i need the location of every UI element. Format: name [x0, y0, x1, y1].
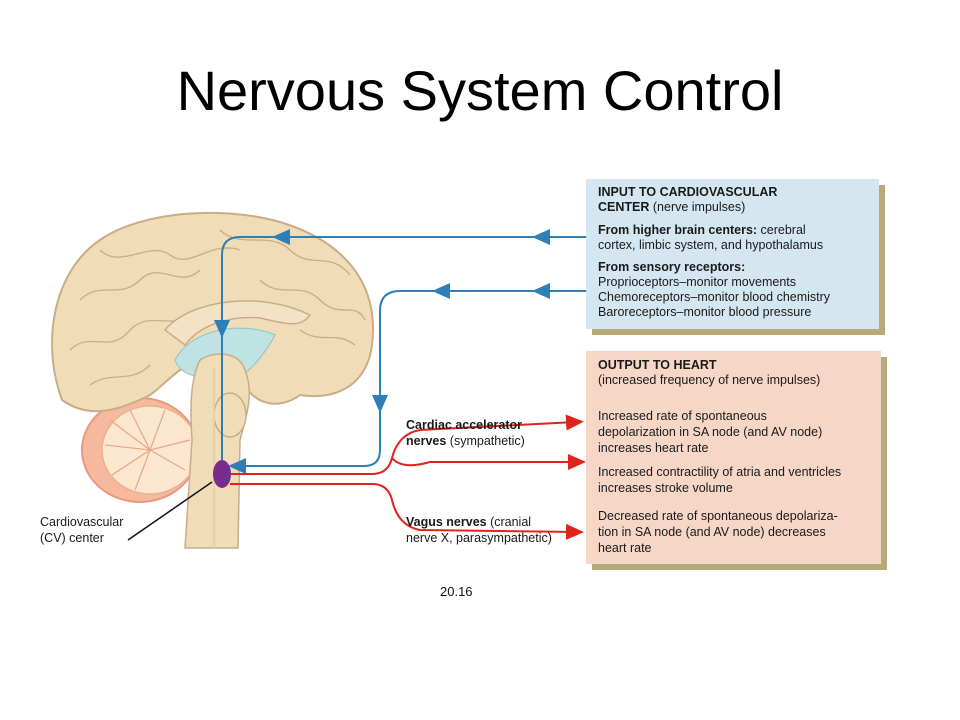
output-item: increases stroke volume — [598, 481, 733, 495]
output-item: Increased rate of spontaneous — [598, 409, 767, 423]
sensory-receptors-label: From sensory receptors: — [598, 260, 746, 274]
output-arrows — [230, 414, 586, 540]
cv-leader-line — [127, 481, 213, 541]
higher-centers-text-2: cortex, limbic system, and hypothalamus — [598, 238, 824, 252]
cv-center-marker — [213, 460, 231, 488]
vagus-sub: (cranial — [486, 515, 532, 529]
vagus-sub-2: nerve X, parasympathetic) — [406, 531, 552, 545]
figure-number: 20.16 — [440, 584, 473, 599]
brainstem — [184, 353, 251, 549]
sensory-item: Baroreceptors–monitor blood pressure — [598, 305, 812, 319]
input-arrows — [214, 229, 586, 474]
output-item: depolarization in SA node (and AV node) — [598, 425, 823, 439]
sensory-item: Proprioceptors–monitor movements — [598, 275, 796, 289]
output-heading: OUTPUT TO HEART — [598, 358, 717, 372]
input-box: INPUT TO CARDIOVASCULAR CENTER (nerve im… — [586, 179, 879, 329]
output-item: Decreased rate of spontaneous depolariza… — [598, 509, 838, 523]
input-heading-center: CENTER — [598, 200, 650, 214]
output-item: Increased contractility of atria and ven… — [598, 465, 842, 479]
sensory-item: Chemoreceptors–monitor blood chemistry — [598, 290, 831, 304]
cv-center-label-2: (CV) center — [40, 531, 104, 545]
output-item: tion in SA node (and AV node) decreases — [598, 525, 826, 539]
higher-centers-label: From higher brain centers: — [598, 223, 758, 237]
accelerator-label-2: nerves — [406, 434, 447, 448]
output-subheading: (increased frequency of nerve impulses) — [598, 373, 821, 387]
accelerator-label: Cardiac accelerator — [406, 418, 523, 432]
output-box: OUTPUT TO HEART (increased frequency of … — [586, 351, 881, 564]
output-item: increases heart rate — [598, 441, 709, 455]
vagus-label: Vagus nerves — [406, 515, 487, 529]
cerebellum — [81, 397, 199, 503]
page-title: Nervous System Control — [176, 59, 784, 122]
higher-centers-text: cerebral — [757, 223, 806, 237]
output-item: heart rate — [598, 541, 652, 555]
accelerator-sub: (sympathetic) — [446, 434, 525, 448]
input-heading: INPUT TO CARDIOVASCULAR — [598, 185, 778, 199]
input-heading-sub: (nerve impulses) — [649, 200, 746, 214]
cv-center-label: Cardiovascular — [40, 515, 124, 529]
